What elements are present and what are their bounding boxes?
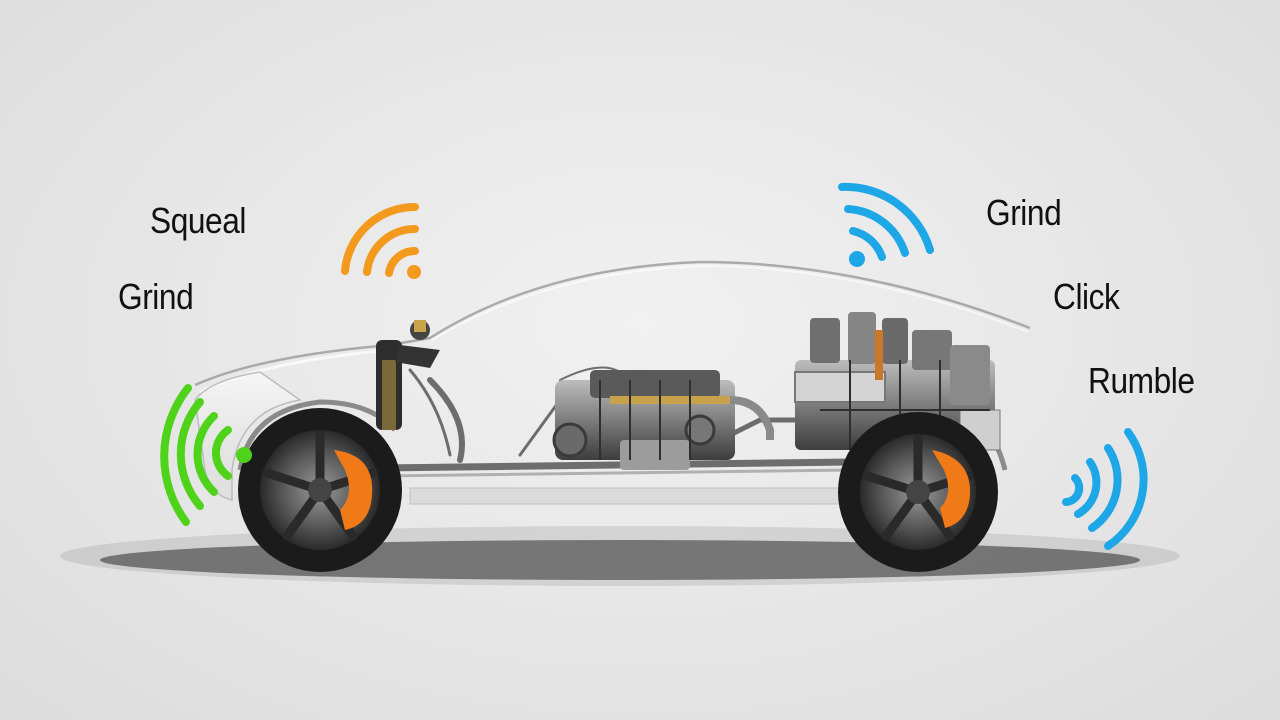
sound-waves-blue-top-icon xyxy=(838,182,934,261)
front-wheel xyxy=(238,408,402,572)
rear-wheel xyxy=(838,412,998,572)
rear-brake-caliper xyxy=(932,450,971,528)
car-body-outline xyxy=(194,260,1031,387)
front-suspension xyxy=(376,320,440,430)
sound-waves-green-icon xyxy=(160,384,232,526)
label-grind-right: Grind xyxy=(986,192,1062,233)
label-grind-left: Grind xyxy=(118,276,194,317)
engine xyxy=(552,370,774,470)
side-sill xyxy=(409,487,841,505)
sound-waves-blue-right-icon xyxy=(1062,428,1148,550)
front-brake-caliper xyxy=(334,450,373,530)
label-squeal: Squeal xyxy=(150,200,247,241)
label-click: Click xyxy=(1053,276,1120,317)
sound-waves-orange-icon xyxy=(341,202,419,277)
label-rumble: Rumble xyxy=(1088,360,1195,401)
